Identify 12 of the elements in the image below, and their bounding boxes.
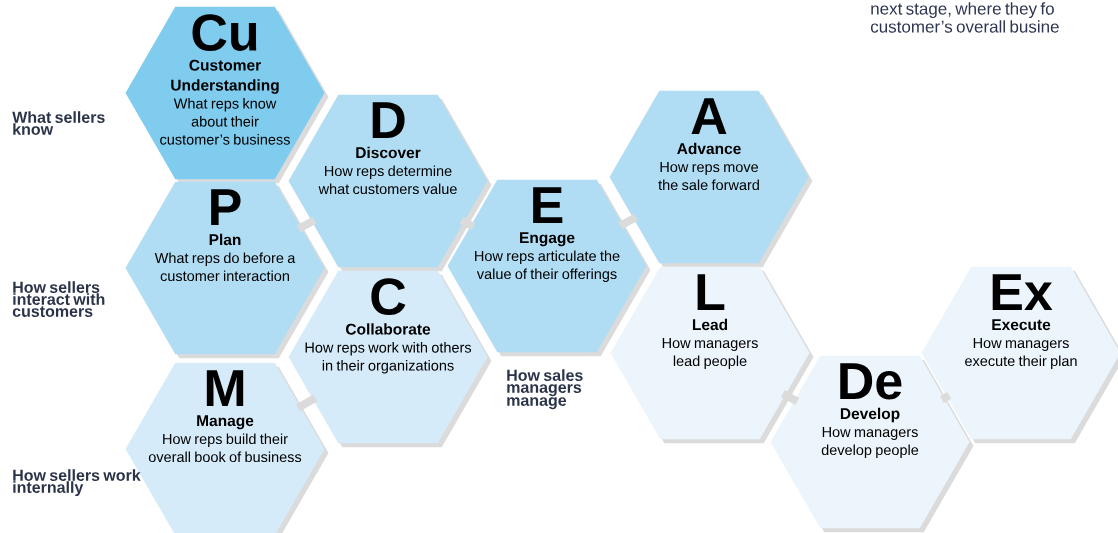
row-label: How sellers interact with customers bbox=[12, 281, 105, 317]
row-label: How sales managers manage bbox=[507, 369, 583, 410]
link-bar bbox=[459, 216, 476, 231]
note-text: next stage, where they fo bbox=[871, 2, 1054, 19]
link-bar bbox=[939, 391, 952, 404]
link-bar bbox=[618, 213, 638, 230]
link-bar bbox=[780, 390, 800, 405]
link-bar bbox=[296, 216, 317, 233]
note-text: customer’s overall busine bbox=[870, 20, 1059, 33]
row-label: What sellers know bbox=[12, 111, 105, 135]
link-bar bbox=[295, 394, 318, 412]
hexagon-card: Ex Execute How managers execute their plan bbox=[921, 266, 1118, 444]
